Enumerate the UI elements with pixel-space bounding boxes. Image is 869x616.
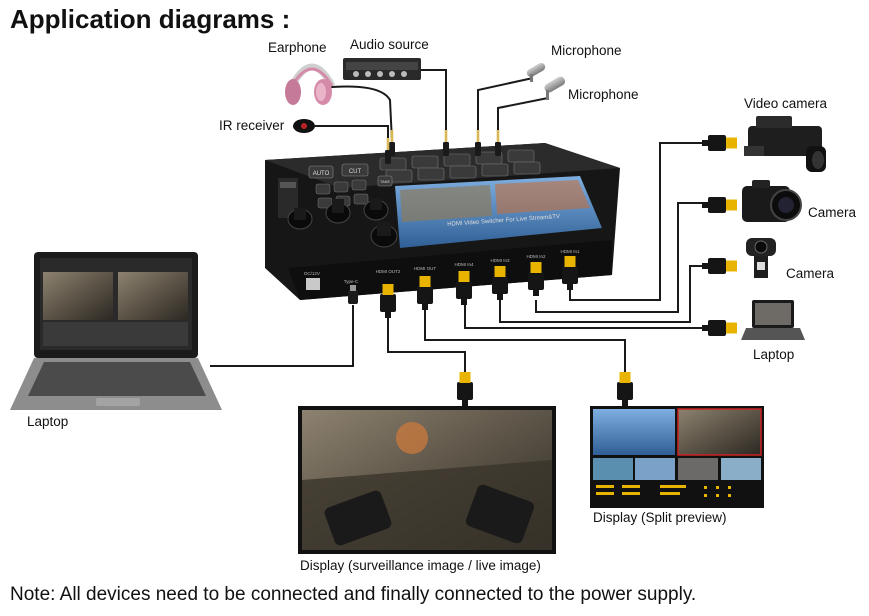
- label-microphone-2: Microphone: [568, 87, 639, 102]
- label-camera-2: Camera: [786, 266, 835, 281]
- dc-power-port: [306, 278, 320, 290]
- audio-source-cable: [420, 69, 447, 140]
- port-hdmi-out: HDMI OUT: [414, 266, 436, 271]
- label-display-split: Display (Split preview): [593, 510, 727, 525]
- split-preview-display: [590, 406, 764, 508]
- label-display-live: Display (surveillance image / live image…: [300, 558, 541, 573]
- ir-receiver-icon: [293, 119, 315, 133]
- label-laptop-left: Laptop: [27, 414, 69, 429]
- earphone-cable: [319, 85, 393, 143]
- port-dc: DC/12V: [304, 271, 320, 276]
- laptop-right-hdmi-plug: [702, 320, 737, 336]
- microphone-2-cable: [497, 97, 549, 140]
- cut-button-label: CUT: [349, 169, 362, 175]
- camera-2-cable: [499, 265, 710, 323]
- port-hdmi-in2: HDMI In2: [526, 254, 546, 259]
- switcher-knobs: [287, 198, 398, 248]
- label-video-camera: Video camera: [744, 96, 828, 111]
- split-display-hdmi-plug: [617, 372, 633, 406]
- cut-button: [341, 163, 369, 177]
- label-laptop-right: Laptop: [753, 347, 795, 362]
- label-earphone: Earphone: [268, 40, 327, 55]
- label-audio-source: Audio source: [350, 37, 429, 52]
- label-ir-receiver: IR receiver: [219, 118, 285, 133]
- port-hdmi-in3: HDMI In3: [490, 258, 510, 263]
- video-switcher: HDMI Video Switcher For Live Stream&TV A…: [265, 130, 620, 318]
- type-c-plug: [348, 290, 358, 304]
- microphone-icon-1: [526, 63, 546, 82]
- label-camera-1: Camera: [808, 205, 857, 220]
- microphone-icon-2: [544, 76, 566, 100]
- video-camera-icon: [744, 116, 826, 172]
- hdmi-out2-live-cable: [387, 316, 466, 372]
- type-c-laptop-cable: [210, 305, 354, 367]
- laptop-right-cable: [464, 305, 710, 329]
- live-display: [298, 406, 556, 554]
- auto-button: [308, 165, 334, 179]
- video-camera-hdmi-plug: [702, 135, 737, 151]
- take-button: [377, 175, 393, 187]
- live-display-hdmi-plug: [457, 372, 473, 406]
- audio-mixer-icon: [343, 58, 421, 80]
- power-supply-note: Note: All devices need to be connected a…: [10, 584, 697, 605]
- port-hdmi-in4: HDMI In4: [454, 262, 474, 267]
- cables: [210, 69, 710, 372]
- camera-2-hdmi-plug: [702, 258, 737, 274]
- port-type-c: Type-C: [344, 279, 359, 284]
- laptop-left-icon: [10, 252, 222, 410]
- dslr-camera-icon: [742, 180, 802, 222]
- laptop-right-icon: [741, 300, 805, 340]
- take-button-label: TAKE: [380, 179, 390, 184]
- webcam-icon: [746, 238, 776, 278]
- camera-1-hdmi-plug: [702, 197, 737, 213]
- auto-button-label: AUTO: [313, 171, 330, 177]
- ir-receiver-cable: [315, 125, 389, 148]
- hdmi-out-split-cable: [424, 308, 626, 372]
- page-heading: Application diagrams :: [10, 4, 291, 34]
- camera-1-cable: [535, 202, 710, 313]
- port-hdmi-out2: HDMI OUT2: [376, 269, 401, 274]
- video-camera-cable: [569, 142, 710, 301]
- microphone-1-cable: [477, 77, 534, 140]
- headphones-icon: [285, 63, 336, 105]
- port-hdmi-in1: HDMI In1: [560, 249, 580, 254]
- label-microphone-1: Microphone: [551, 43, 622, 58]
